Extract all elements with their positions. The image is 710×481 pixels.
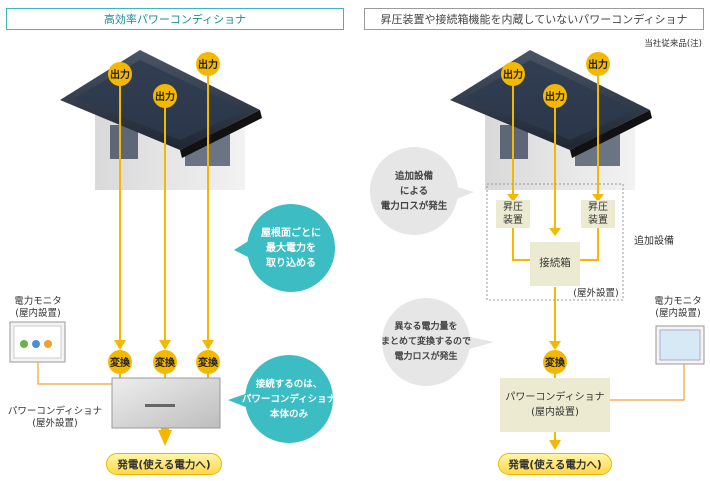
svg-text:出力: 出力	[198, 58, 218, 71]
left-convert-badge-3: 変換	[196, 350, 220, 374]
left-output-badge-2: 出力	[153, 84, 177, 108]
right-output-arrows	[507, 70, 604, 450]
left-panel-title: 高効率パワーコンディショナ	[6, 8, 344, 30]
right-output-badge-3: 出力	[586, 52, 610, 76]
svg-text:出力: 出力	[545, 90, 565, 103]
right-panel-title: 昇圧装置や接続箱機能を内蔵していないパワーコンディショナ	[364, 8, 704, 30]
left-power-conditioner-unit	[111, 377, 221, 429]
left-cloud-top-text: 屋根面ごとに 最大電力を 取り込める	[261, 228, 321, 269]
right-pcs-label: パワーコンディショナ (屋内設置)	[505, 392, 605, 418]
right-cloud-bottom-text: 異なる電力量を まとめて変換するので 電力ロスが発生	[380, 322, 471, 362]
right-house-illustration	[450, 50, 652, 190]
right-output-badge-1: 出力	[501, 62, 525, 86]
junction-box	[530, 242, 580, 286]
outdoor-install-label: (屋外設置)	[573, 288, 619, 299]
right-cloud-top	[370, 147, 474, 235]
booster-label-2: 昇圧 装置	[588, 202, 608, 226]
svg-text:出力: 出力	[155, 90, 175, 103]
left-output-badge-1: 出力	[108, 62, 132, 86]
left-monitor-label: 電力モニタ (屋内設置)	[14, 296, 62, 319]
booster-box-1	[496, 200, 530, 228]
svg-text:変換: 変換	[110, 356, 131, 369]
additional-equipment-label: 追加設備	[634, 236, 674, 247]
left-power-monitor	[9, 321, 66, 363]
left-cloud-top	[234, 204, 335, 292]
additional-equipment-area	[486, 183, 624, 301]
svg-text:変換: 変換	[155, 356, 176, 369]
left-cloud-bottom-text: 接続するのは、 パワーコンディショナ 本体のみ	[241, 379, 337, 420]
left-output-badge-3: 出力	[196, 52, 220, 76]
left-result-badge: 発電(使える電力へ)	[106, 453, 222, 475]
conventional-product-note: 当社従来品(注)	[644, 39, 702, 49]
right-power-monitor	[655, 325, 705, 365]
left-house-illustration	[60, 50, 262, 190]
right-power-conditioner-box	[500, 378, 610, 432]
svg-text:出力: 出力	[503, 68, 523, 81]
left-output-arrows	[114, 70, 214, 446]
svg-text:出力: 出力	[110, 68, 130, 81]
left-pcs-label: パワーコンディショナ (屋外設置)	[7, 406, 103, 429]
booster-label-1: 昇圧 装置	[503, 202, 523, 226]
svg-text:出力: 出力	[588, 58, 608, 71]
junction-box-label: 接続箱	[539, 257, 571, 269]
booster-box-2	[581, 200, 615, 228]
right-result-badge: 発電(使える電力へ)	[498, 453, 612, 475]
left-cloud-bottom	[228, 355, 333, 443]
svg-text:変換: 変換	[545, 356, 566, 369]
right-output-badge-2: 出力	[543, 84, 567, 108]
left-convert-badge-2: 変換	[153, 350, 177, 374]
right-monitor-label: 電力モニタ (屋内設置)	[654, 296, 702, 319]
right-convert-badge: 変換	[543, 350, 567, 374]
right-cloud-top-text: 追加設備 による 電力ロスが発生	[380, 171, 448, 212]
right-cloud-bottom	[382, 298, 494, 386]
left-monitor-connection	[37, 362, 112, 385]
left-convert-badge-1: 変換	[108, 350, 132, 374]
svg-text:変換: 変換	[198, 356, 219, 369]
right-monitor-connection	[610, 364, 685, 401]
